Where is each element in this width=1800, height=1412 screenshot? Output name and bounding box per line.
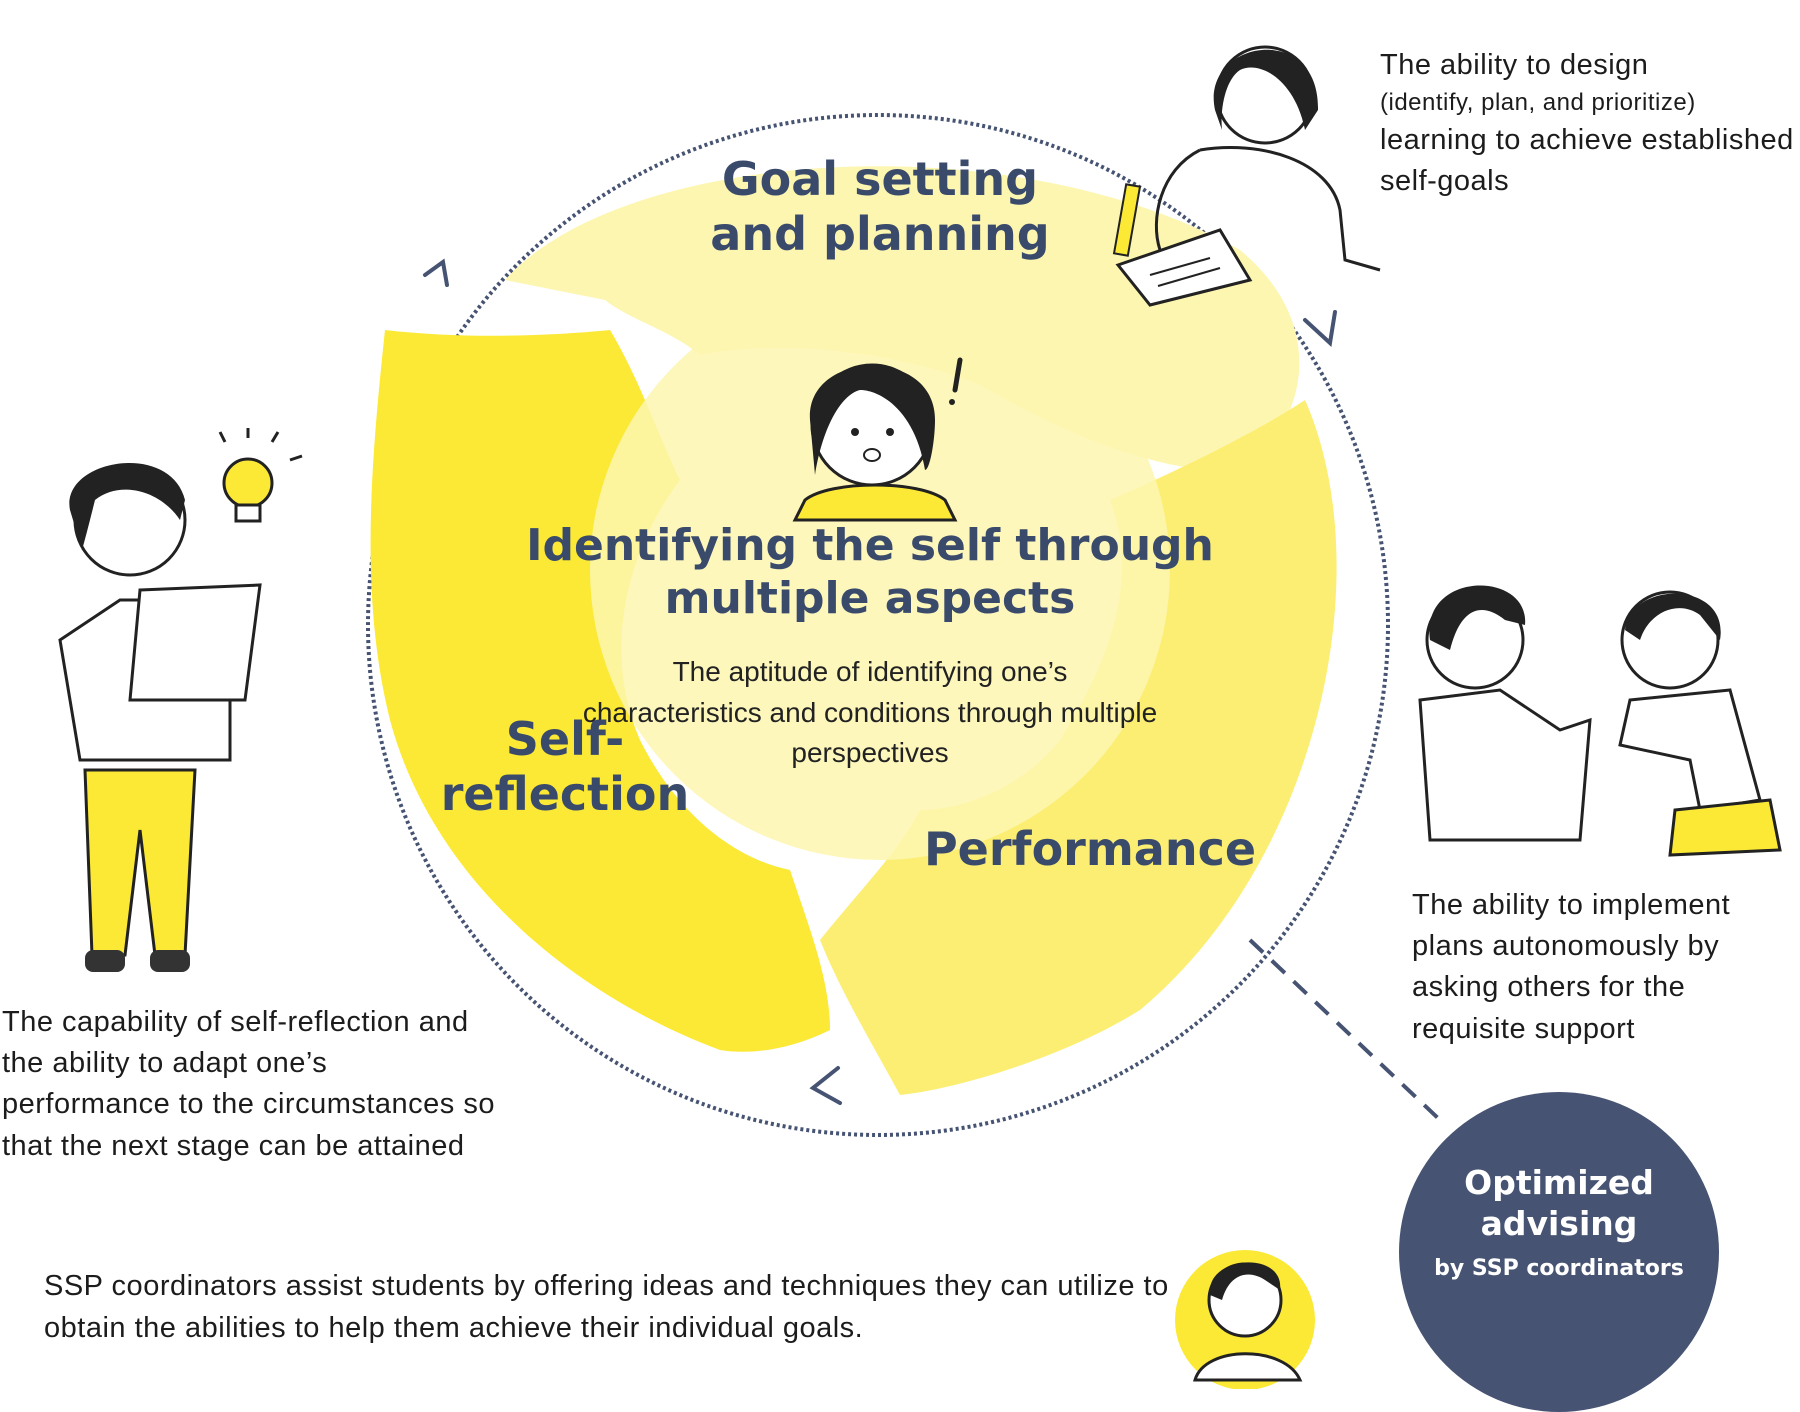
cycle-arrow-head-bottom <box>809 1066 842 1105</box>
center-student-illustration <box>792 363 958 522</box>
cycle-arrow-head-right <box>1303 310 1337 347</box>
outer-cycle-circle <box>366 113 1390 1137</box>
reading-student-illustration <box>58 462 262 972</box>
goal-description-line1: The ability to design <box>1380 49 1649 81</box>
handshake-illustration <box>1418 585 1782 857</box>
stage-goal-setting: Goal setting and planning <box>710 152 1050 262</box>
cycle-arrow-head-top <box>423 258 449 287</box>
footer-note: SSP coordinators assist students by offe… <box>44 1270 1169 1345</box>
exclamation-icon <box>949 357 963 405</box>
stage-center-description: The aptitude of identifying one’s charac… <box>582 656 1158 769</box>
self-reflection-description: The capability of self-reflection and th… <box>2 1006 495 1162</box>
segment-self-reflection <box>370 330 830 1052</box>
advisor-portrait <box>1175 1250 1315 1389</box>
goal-description-line3: learning to achieve established self-goa… <box>1380 124 1794 198</box>
advising-connector <box>1248 938 1442 1122</box>
advising-subtitle: by SSP coordinators <box>1434 1256 1684 1281</box>
paper-sheet <box>1115 228 1253 307</box>
optimized-advising-badge: Optimized advising by SSP coordinators <box>1399 1092 1719 1412</box>
stage-performance: Performance <box>923 822 1257 876</box>
light-bulb-icon <box>218 428 303 523</box>
writer-student-illustration <box>1112 45 1381 307</box>
pencil-icon <box>1112 183 1142 257</box>
goal-description: The ability to design (identify, plan, a… <box>1380 45 1800 203</box>
goal-description-line2: (identify, plan, and prioritize) <box>1380 89 1696 117</box>
stage-self-reflection: Self-reflection <box>440 712 690 822</box>
center-circle <box>590 280 1170 860</box>
stage-center-title: Identifying the self through multiple as… <box>526 520 1214 624</box>
performance-description: The ability to implement plans autonomou… <box>1412 889 1731 1045</box>
advising-title: Optimized advising <box>1464 1163 1654 1244</box>
reading-paper <box>128 583 262 702</box>
